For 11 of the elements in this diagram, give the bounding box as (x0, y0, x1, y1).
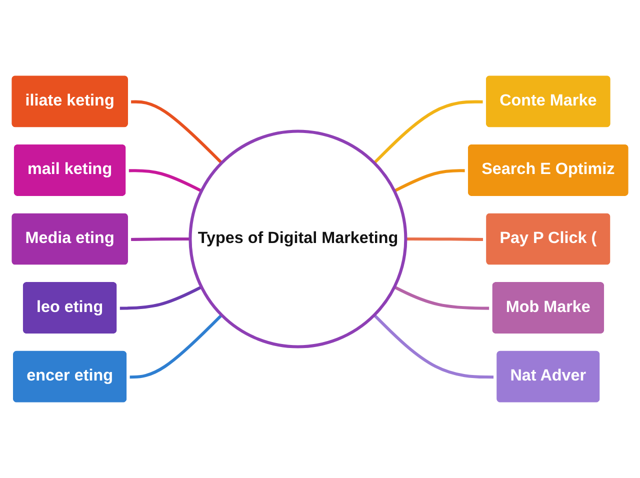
node-circle: Types of Digital Marketing (188, 130, 408, 348)
connector (128, 314, 223, 379)
connector (128, 169, 202, 192)
connector (373, 314, 496, 379)
connector (130, 100, 223, 164)
connector (394, 286, 492, 310)
connector (118, 286, 202, 310)
connector (373, 100, 485, 164)
connector (130, 237, 190, 242)
connector (406, 237, 486, 242)
connector (394, 169, 467, 192)
